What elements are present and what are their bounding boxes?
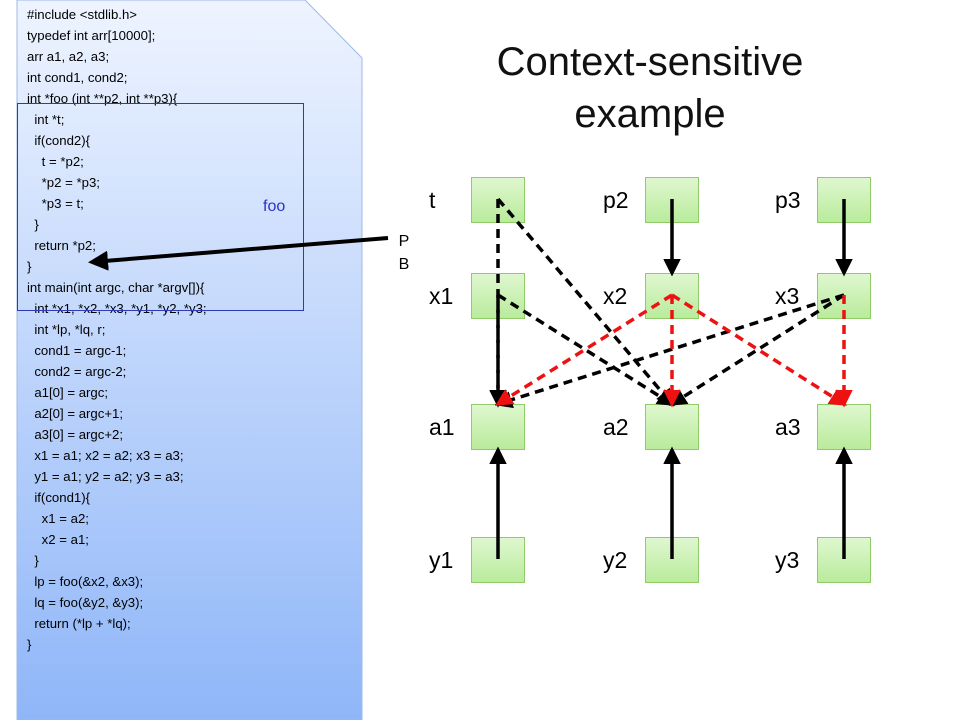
code-line: } — [27, 217, 39, 232]
code-line: lq = foo(&y2, &y3); — [27, 595, 144, 610]
code-line: a2[0] = argc+1; — [27, 406, 124, 421]
edge-x3-to-a2 — [669, 293, 845, 406]
code-line: int main(int argc, char *argv[]){ — [27, 280, 205, 295]
code-line: t = *p2; — [27, 154, 84, 169]
code-line: typedef int arr[10000]; — [27, 28, 156, 43]
node-label-p2: p2 — [603, 187, 629, 213]
code-line: y1 = a1; y2 = a2; y3 = a3; — [27, 469, 184, 484]
code-line: *p3 = t; — [27, 196, 84, 211]
code-line: #include <stdlib.h> — [27, 7, 137, 22]
node-label-t: t — [429, 187, 436, 213]
node-label-y2: y2 — [603, 547, 628, 573]
node-label-p3: p3 — [775, 187, 801, 213]
slide-title: Context-sensitive example — [496, 40, 804, 136]
code-line: if(cond1){ — [27, 490, 91, 505]
foo-function-box — [17, 103, 304, 311]
pb-arrow — [88, 236, 389, 271]
node-label-x2: x2 — [603, 283, 628, 309]
node-label-x1: x1 — [429, 283, 454, 309]
edge-x2-to-a1 — [495, 293, 673, 406]
code-line: arr a1, a2, a3; — [27, 49, 110, 64]
code-line: x1 = a1; x2 = a2; x3 = a3; — [27, 448, 184, 463]
node-label-y1: y1 — [429, 547, 454, 573]
node-label-a2: a2 — [603, 414, 629, 440]
code-line: x1 = a2; — [27, 511, 89, 526]
edge-x1-to-a2 — [497, 293, 675, 406]
code-line: a3[0] = argc+2; — [27, 427, 124, 442]
code-line: *p2 = *p3; — [27, 175, 100, 190]
node-label-a1: a1 — [429, 414, 455, 440]
code-line: return (*lp + *lq); — [27, 616, 131, 631]
code-line: int cond1, cond2; — [27, 70, 128, 85]
code-line: lp = foo(&x2, &x3); — [27, 574, 144, 589]
code-listing: #include <stdlib.h> typedef int arr[10000… — [27, 4, 207, 655]
edge-x3-to-a1 — [494, 293, 845, 409]
foo-label: foo — [263, 198, 286, 215]
node-label-a3: a3 — [775, 414, 801, 440]
code-line: cond2 = argc-2; — [27, 364, 127, 379]
code-line: } — [27, 259, 32, 274]
code-line: int *lp, *lq, r; — [27, 322, 106, 337]
code-line: } — [27, 637, 32, 652]
code-line: } — [27, 553, 39, 568]
code-line: int *t; — [27, 112, 65, 127]
code-line: cond1 = argc-1; — [27, 343, 127, 358]
code-line: int *foo (int **p2, int **p3){ — [27, 91, 178, 106]
code-line: a1[0] = argc; — [27, 385, 109, 400]
code-line: x2 = a1; — [27, 532, 89, 547]
node-a3 — [817, 404, 871, 450]
edge-x2-to-a3 — [671, 293, 847, 406]
code-line: int *x1, *x2, *x3, *y1, *y2, *y3; — [27, 301, 207, 316]
code-line: if(cond2){ — [27, 133, 91, 148]
node-a2 — [645, 404, 699, 450]
code-line: return *p2; — [27, 238, 96, 253]
pb-label: P B — [398, 233, 410, 273]
code-panel — [16, 0, 363, 720]
node-a1 — [471, 404, 525, 450]
edge-t-to-a2 — [496, 197, 675, 407]
node-label-y3: y3 — [775, 547, 800, 573]
node-label-x3: x3 — [775, 283, 800, 309]
